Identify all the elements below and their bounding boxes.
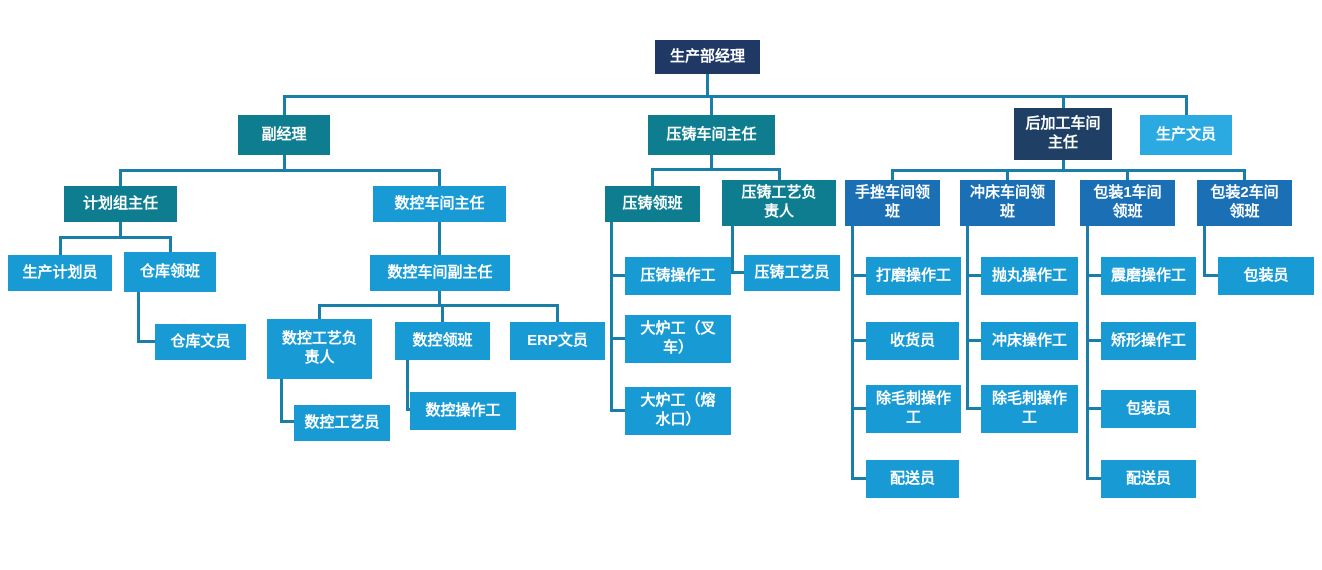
connector-line <box>710 95 713 115</box>
connector-line <box>318 304 559 307</box>
org-node-packaging1-foreman[interactable]: 包装1车间 领班 <box>1080 180 1175 226</box>
org-node-deburring-operator-2[interactable]: 除毛刺操作 工 <box>981 385 1078 433</box>
org-node-production-planner[interactable]: 生产计划员 <box>8 255 112 291</box>
connector-line <box>406 408 412 411</box>
org-node-cnc-foreman[interactable]: 数控领班 <box>395 322 490 360</box>
connector-line <box>438 291 441 305</box>
org-node-hand-file-foreman[interactable]: 手挫车间领 班 <box>845 180 940 226</box>
connector-line <box>137 340 155 343</box>
org-node-cnc-process-lead[interactable]: 数控工艺负 责人 <box>267 319 372 379</box>
connector-line <box>651 168 781 171</box>
connector-line <box>1086 477 1101 480</box>
connector-line <box>966 226 969 409</box>
org-node-receiver[interactable]: 收货员 <box>866 322 959 360</box>
connector-line <box>137 292 140 343</box>
connector-line <box>1006 169 1009 180</box>
connector-line <box>966 274 981 277</box>
connector-line <box>280 379 283 423</box>
connector-line <box>1086 339 1101 342</box>
org-node-die-casting-director[interactable]: 压铸车间主任 <box>648 115 775 155</box>
connector-line <box>438 222 441 255</box>
org-node-delivery-2[interactable]: 配送员 <box>1101 460 1196 498</box>
org-node-die-casting-operator[interactable]: 压铸操作工 <box>625 257 731 295</box>
connector-line <box>1203 226 1206 276</box>
connector-line <box>283 95 1187 98</box>
connector-line <box>59 236 172 239</box>
org-node-die-casting-process-lead[interactable]: 压铸工艺负 责人 <box>722 180 836 226</box>
org-node-erp-clerk[interactable]: ERP文员 <box>510 322 605 360</box>
org-node-warehouse-clerk[interactable]: 仓库文员 <box>155 324 246 360</box>
org-node-punch-press-operator[interactable]: 冲床操作工 <box>981 322 1078 360</box>
connector-line <box>283 95 286 115</box>
connector-line <box>1203 274 1218 277</box>
org-node-packaging2-foreman[interactable]: 包装2车间 领班 <box>1197 180 1292 226</box>
connector-line <box>556 304 559 322</box>
org-node-packer-2[interactable]: 包装员 <box>1218 257 1314 295</box>
connector-line <box>119 169 122 186</box>
connector-line <box>731 271 744 274</box>
org-node-deburring-operator-1[interactable]: 除毛刺操作 工 <box>866 385 961 433</box>
connector-line <box>851 477 866 480</box>
org-node-die-casting-foreman[interactable]: 压铸领班 <box>605 186 700 222</box>
connector-line <box>610 222 613 412</box>
connector-line <box>119 222 122 237</box>
org-node-grinding-operator[interactable]: 打磨操作工 <box>866 257 961 295</box>
connector-line <box>441 304 444 322</box>
org-node-delivery-1[interactable]: 配送员 <box>866 460 959 498</box>
connector-line <box>851 274 866 277</box>
org-node-warehouse-foreman[interactable]: 仓库领班 <box>124 252 216 292</box>
connector-line <box>851 226 854 480</box>
org-node-deputy-manager[interactable]: 副经理 <box>238 115 330 155</box>
connector-line <box>283 155 286 171</box>
connector-line <box>1126 169 1129 180</box>
connector-line <box>1086 407 1101 410</box>
org-node-cnc-workshop-director[interactable]: 数控车间主任 <box>373 186 506 222</box>
org-node-die-casting-process-tech[interactable]: 压铸工艺员 <box>744 255 840 291</box>
connector-line <box>119 169 441 172</box>
org-node-cnc-deputy-director[interactable]: 数控车间副主任 <box>370 255 510 291</box>
connector-line <box>438 169 441 186</box>
org-node-production-clerk[interactable]: 生产文员 <box>1140 115 1232 155</box>
connector-line <box>280 420 294 423</box>
org-node-shot-blasting-operator[interactable]: 抛丸操作工 <box>981 257 1078 295</box>
connector-line <box>610 409 625 412</box>
connector-line <box>891 169 1246 172</box>
connector-line <box>59 236 62 255</box>
connector-line <box>406 360 409 411</box>
connector-line <box>1086 226 1089 480</box>
org-node-post-processing-director[interactable]: 后加工车间 主任 <box>1014 108 1112 160</box>
org-node-furnace-worker-spout[interactable]: 大炉工（熔 水口） <box>625 387 731 435</box>
connector-line <box>1086 274 1101 277</box>
connector-line <box>651 168 654 186</box>
connector-line <box>966 339 981 342</box>
connector-line <box>706 74 709 97</box>
connector-line <box>851 407 866 410</box>
org-node-furnace-worker-forklift[interactable]: 大炉工（叉 车） <box>625 315 731 363</box>
connector-line <box>610 274 625 277</box>
connector-line <box>318 304 321 319</box>
connector-line <box>851 339 866 342</box>
connector-line <box>169 236 172 252</box>
connector-line <box>1062 160 1065 170</box>
org-node-planning-group-director[interactable]: 计划组主任 <box>64 186 177 222</box>
connector-line <box>731 226 734 273</box>
connector-line <box>778 168 781 180</box>
org-node-production-dept-manager[interactable]: 生产部经理 <box>655 40 760 74</box>
org-node-vibration-grinding-operator[interactable]: 震磨操作工 <box>1101 257 1196 295</box>
org-node-cnc-process-tech[interactable]: 数控工艺员 <box>294 405 390 441</box>
connector-line <box>966 407 981 410</box>
connector-line <box>1062 95 1065 108</box>
connector-line <box>1185 95 1188 115</box>
connector-line <box>891 169 894 180</box>
org-node-punch-press-foreman[interactable]: 冲床车间领 班 <box>960 180 1055 226</box>
connector-line <box>710 155 713 169</box>
org-node-cnc-operator[interactable]: 数控操作工 <box>410 392 516 430</box>
org-node-packer-1[interactable]: 包装员 <box>1101 390 1196 428</box>
org-node-shaping-operator[interactable]: 矫形操作工 <box>1101 322 1196 360</box>
connector-line <box>1243 169 1246 180</box>
connector-line <box>610 337 625 340</box>
